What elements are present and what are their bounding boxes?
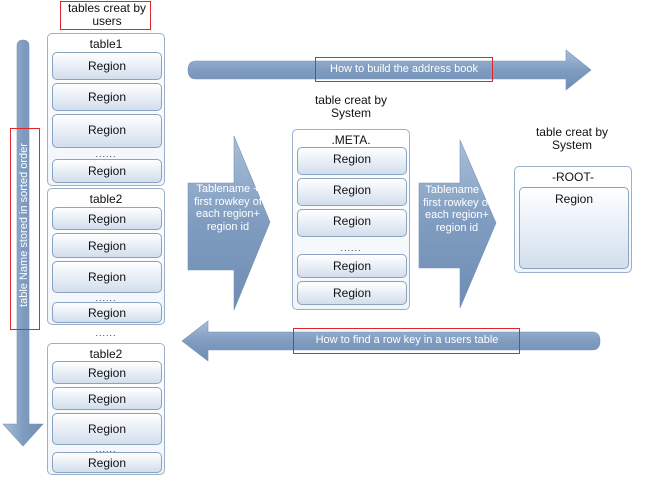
users-tables-caption: tables creat by users: [67, 1, 147, 28]
meta-table-region-5: Region: [297, 281, 407, 305]
meta-table-ellipsis: ......: [340, 243, 362, 253]
sorted-order-arrow: [2, 39, 44, 447]
user-table-3-region-3: Region: [52, 413, 162, 445]
user-table-3: table2 Region Region Region ...... Regio…: [47, 343, 165, 475]
between-tables-ellipsis: ......: [95, 328, 117, 338]
users-tables-caption-highlight: [60, 1, 151, 30]
chevron-arrow-1: [187, 135, 271, 311]
user-table-3-title: table2: [89, 347, 123, 361]
user-table-3-ellipsis: ......: [95, 444, 117, 454]
chevron-label-1: Tablename + first rowkey of each region+…: [194, 183, 262, 233]
meta-table-region-4: Region: [297, 254, 407, 278]
chevron-arrow-2: [418, 139, 497, 309]
meta-table-region-1: Region: [297, 147, 407, 175]
chevron-label-2: Tablename + first rowkey of each region+…: [423, 184, 491, 234]
user-table-1-ellipsis: ......: [95, 149, 117, 159]
root-table: -ROOT- Region: [514, 166, 632, 273]
user-table-2-ellipsis: ......: [95, 293, 117, 303]
user-table-1-region-3: Region: [52, 114, 162, 148]
meta-table-region-2: Region: [297, 178, 407, 206]
user-table-2: table2 Region Region Region ...... Regio…: [47, 188, 165, 325]
user-table-1-region-2: Region: [52, 83, 162, 111]
find-row-key-label: How to find a row key in a users table: [315, 334, 499, 346]
meta-table: .META. Region Region Region ...... Regio…: [292, 129, 410, 310]
user-table-2-region-3: Region: [52, 261, 162, 293]
root-table-region: Region: [519, 187, 629, 269]
build-address-book-highlight: [315, 57, 493, 82]
user-table-2-region-1: Region: [52, 207, 162, 230]
root-table-title: -ROOT-: [552, 170, 594, 184]
root-table-caption: table creat by System: [535, 125, 609, 152]
build-address-book-arrow: [187, 49, 592, 91]
user-table-1: table1 Region Region Region ...... Regio…: [47, 33, 165, 186]
sorted-order-highlight: [10, 128, 40, 330]
user-table-3-region-2: Region: [52, 387, 162, 410]
user-table-2-region-2: Region: [52, 233, 162, 258]
user-table-3-region-1: Region: [52, 361, 162, 384]
user-table-2-title: table2: [89, 192, 123, 206]
meta-table-title: .META.: [331, 133, 371, 147]
user-table-1-title: table1: [89, 37, 123, 51]
user-table-1-region-1: Region: [52, 52, 162, 80]
find-row-key-highlight: [293, 328, 520, 354]
meta-table-region-3: Region: [297, 209, 407, 237]
user-table-3-region-last: Region: [52, 452, 162, 473]
build-address-book-label: How to build the address book: [330, 63, 478, 75]
user-table-2-region-last: Region: [52, 302, 162, 323]
meta-table-caption: table creat by System: [314, 93, 388, 120]
user-table-1-region-last: Region: [52, 159, 162, 183]
find-row-key-arrow: [181, 320, 601, 362]
